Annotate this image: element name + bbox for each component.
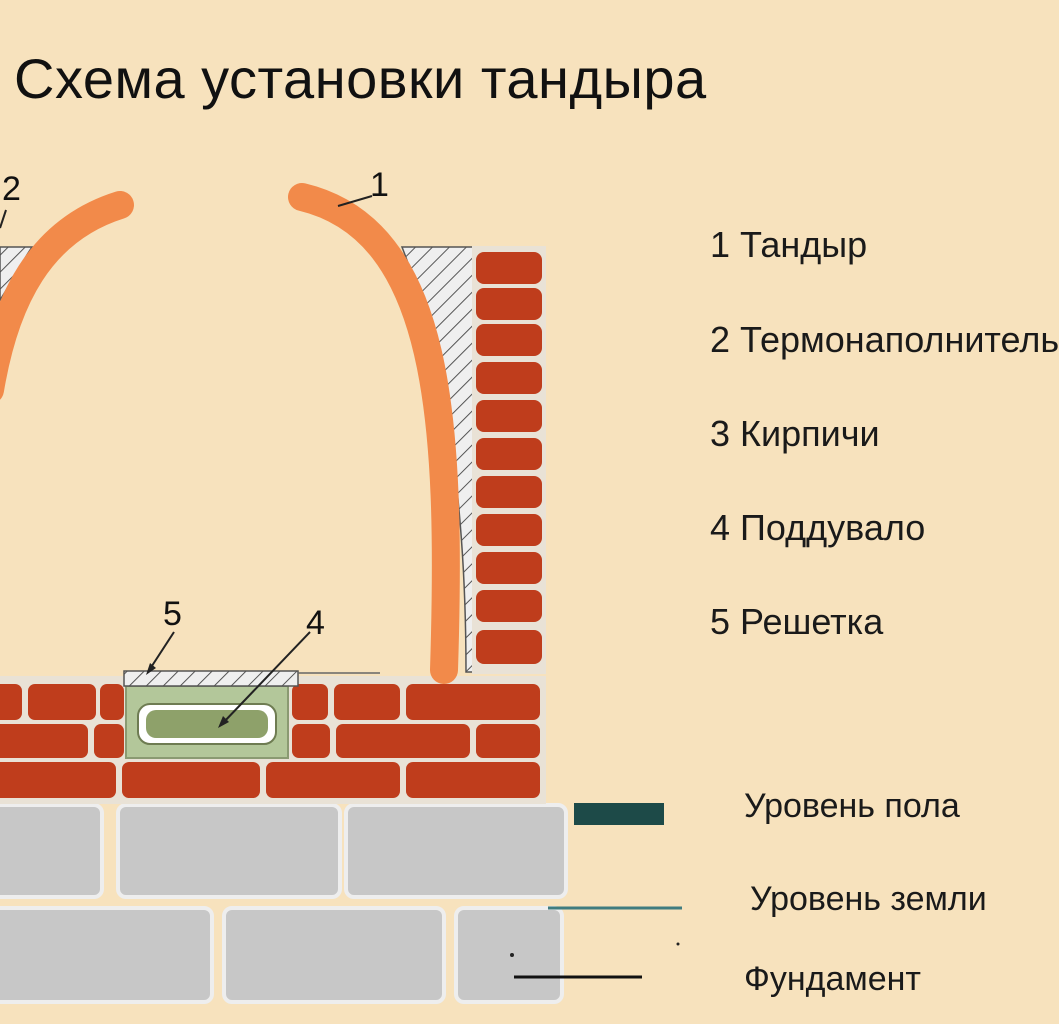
legend-item-bricks: 3 Кирпичи: [710, 413, 880, 454]
tandyr-right-wall: [288, 183, 460, 684]
callout-label-1: 1: [370, 166, 389, 204]
legend-item-thermal-filler: 2 Термонаполнитель: [710, 319, 1059, 360]
dot-mark: [510, 953, 514, 957]
callout-label-5: 5: [163, 595, 182, 633]
tandyr-left-wall: [0, 191, 134, 400]
legend-item-tandyr: 1 Тандыр: [710, 224, 868, 265]
callout-2: 2: [0, 170, 21, 229]
callout-5: 5: [146, 595, 182, 675]
dot-mark: [676, 942, 680, 946]
callout-4: 4: [218, 604, 325, 728]
brick-wall: [472, 246, 546, 674]
ash-pit: [125, 685, 289, 759]
legend-item-ash-pit: 4 Поддувало: [710, 507, 926, 548]
legend-item-grate: 5 Решетка: [710, 601, 884, 642]
ground-level-label: Уровень земли: [750, 880, 987, 918]
floor-level-label: Уровень пола: [744, 787, 960, 825]
callout-label-2: 2: [2, 170, 21, 208]
foundation-blocks: [0, 803, 568, 1004]
page-title: Схема установки тандыра: [14, 47, 707, 110]
foundation-label: Фундамент: [744, 960, 922, 998]
tandyr-installation-diagram: 1 2 5 4: [0, 166, 682, 1004]
grate: [123, 670, 299, 687]
callout-label-4: 4: [306, 604, 325, 642]
callout-1: 1: [337, 166, 389, 207]
floor-level-marker: [574, 803, 664, 825]
